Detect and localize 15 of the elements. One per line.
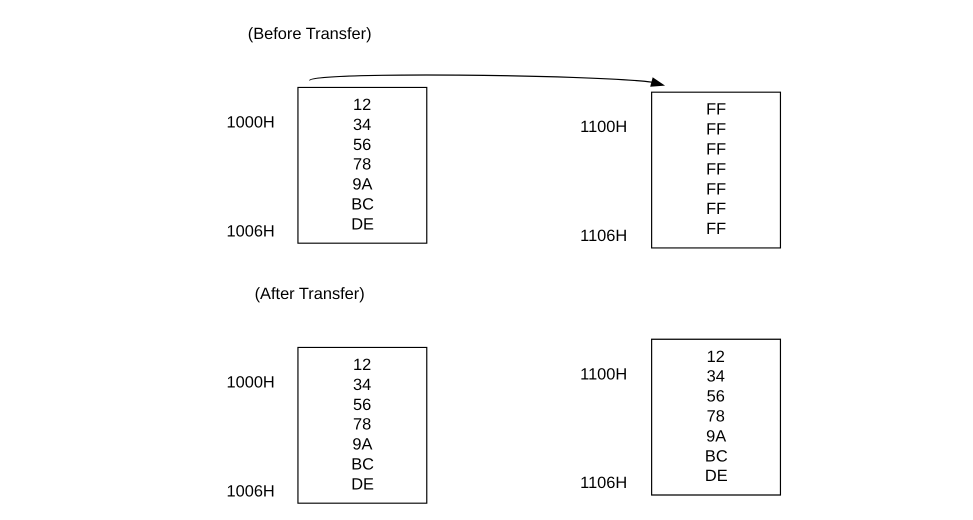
node-label: 1000H	[226, 113, 275, 132]
node-label: 1100H	[580, 118, 628, 136]
node-box: FF FF FF FF FF FF FF	[651, 91, 782, 248]
node-box: 12 34 56 78 9A BC DE	[651, 338, 782, 496]
node-label: 1006H	[226, 482, 275, 500]
node-label: 1000H	[226, 373, 275, 392]
node-label: 1006H	[226, 222, 275, 240]
arrow	[309, 74, 666, 86]
node-box: 12 34 56 78 9A BC DE	[297, 346, 428, 504]
node-label: 1100H	[580, 364, 628, 383]
node-box: 12 34 56 78 9A BC DE	[297, 86, 428, 244]
node-label: 1106H	[580, 226, 628, 245]
node-label: 1106H	[580, 474, 628, 492]
label: (After Transfer)	[254, 284, 365, 303]
label: (Before Transfer)	[248, 24, 372, 43]
